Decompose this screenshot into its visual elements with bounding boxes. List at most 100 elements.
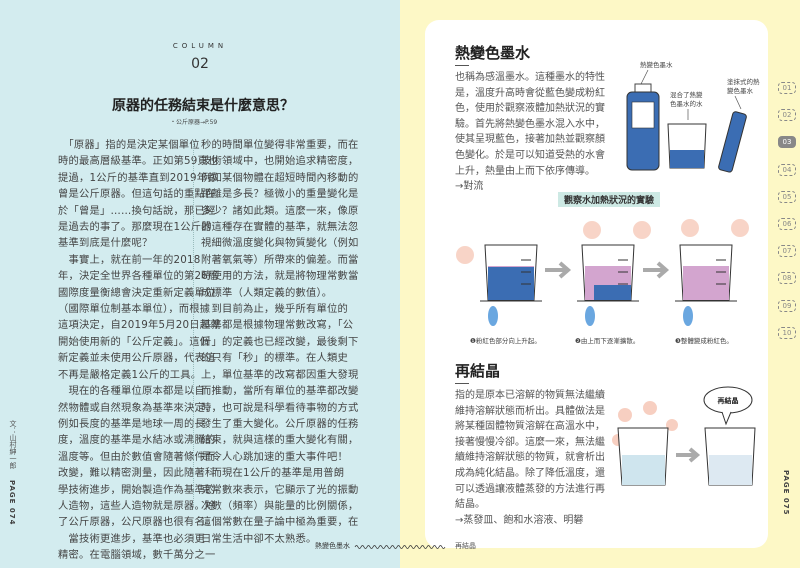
text-line: 例如長度的基準是地球一周的長 <box>58 417 205 430</box>
text-line: 接著慢慢冷卻。這麼一來，無法繼 <box>455 436 605 448</box>
text-line: 克常數來表示，它顯示了光的振動 <box>201 483 359 496</box>
svg-text:混合了熱變: 混合了熱變 <box>670 90 703 99</box>
text-line: 是令人心跳加速的重大事件吧！ <box>201 450 348 463</box>
column-divider <box>193 140 194 505</box>
flame-icon <box>488 306 498 326</box>
text-line: 是，溫度升高時會從藍色變成粉紅 <box>455 87 605 99</box>
text-line: 上升，熱量由上而下依序傳導。 <box>455 165 595 177</box>
text-line: 色，使用於觀察液體加熱狀況的實 <box>455 103 605 115</box>
chapter-tab-08[interactable]: 08 <box>778 272 796 285</box>
speech-bubble: 再結晶 <box>703 386 753 426</box>
text-line: 精密。在電腦領域，數千萬分之一 <box>58 549 216 562</box>
text-line: →對流 <box>455 181 484 193</box>
text-line: 度，溫度的基準是水結冰或沸騰的 <box>58 434 216 447</box>
text-line: 可以透過讓液體蒸發的方法進行再 <box>455 483 605 495</box>
text-line: 將某種固體物質溶解在高溫水中， <box>455 421 605 433</box>
text-line: 曾是公斤原器。但這句話的重點在 <box>58 188 216 201</box>
steam-icon <box>633 221 651 239</box>
text-line: 技術領域中，也開始追求精密度， <box>201 155 359 168</box>
text-line: 發生了重大變化。公斤原器的任務 <box>201 417 359 430</box>
experiment-step-1: ❶粉紅色部分向上升起。 <box>470 337 541 345</box>
chapter-tab-05[interactable]: 05 <box>778 190 796 203</box>
author-credit: 文：山村紳一郎 <box>9 420 17 469</box>
experiment-step-2: ❷由上而下逐漸擴散。 <box>575 337 640 345</box>
text-line: 新定義並未使用公斤原器，代表這 <box>58 352 216 365</box>
chapter-tab-02[interactable]: 02 <box>778 109 796 122</box>
text-line: 當技術更進步，基準也必須更 <box>58 532 205 545</box>
text-line: 而推動，當所有單位的基準都改變 <box>201 385 359 398</box>
text-line: 學技術進步，開始製造作為基準的 <box>58 483 216 496</box>
ink-bottle-illustration: 熱變色墨水 <box>626 60 673 171</box>
chapter-tab-06[interactable]: 06 <box>778 218 796 230</box>
text-line: 不再是嚴格定義1公斤的工具。 <box>58 368 202 381</box>
text-line: 斤」的定義也已經改變，最後剩下 <box>201 335 359 348</box>
text-line: 事實上，就在前一年的2018 <box>58 253 201 266</box>
text-line: 視細微溫度變化與物質變化（例如 <box>201 237 359 250</box>
experiment-title: 觀察水加熱狀況的實驗 <box>558 192 661 207</box>
column-title: 原器的任務結束是什麼意思？ <box>112 98 294 114</box>
flame-icon <box>585 306 595 326</box>
experiment-step-3: ❸整體變成粉紅色。 <box>675 337 733 345</box>
text-line: 日常生活中卻不太熟悉。 <box>201 532 317 545</box>
text-line: 時，也可說是科學看待事物的方式 <box>201 401 359 414</box>
text-line: 附著氧氣等）所帶來的偏差。而當 <box>201 253 359 266</box>
chapter-tab-09[interactable]: 09 <box>778 299 796 312</box>
cooled-beaker <box>704 427 756 486</box>
text-line: 到目前為止，幾乎所有單位的 <box>201 303 348 316</box>
chapter-tab-07[interactable]: 07 <box>778 245 796 258</box>
hot-beaker <box>617 427 669 486</box>
text-line: 成標準（人類定義的數值）。 <box>201 286 333 299</box>
chapter-tab-01[interactable]: 01 <box>778 82 796 94</box>
text-line: 秒的時間單位變得非常重要，而在 <box>201 139 359 151</box>
text-column-1: 「原器」指的是決定某個單位時的最高層級基準。正如第59頁也提過，1公斤的基準直到… <box>58 137 221 564</box>
text-line: 現在的各種單位原本都是以自 <box>58 385 205 398</box>
text-line: 於「曾是」……換句話說，那已經 <box>58 204 216 217</box>
text-line: 距離是多長？極微小的重量變化是 <box>201 188 359 201</box>
text-line: 人造物，這些人造物就是原器。除 <box>58 499 216 512</box>
text-line: 提過，1公斤的基準直到2019年都 <box>58 171 218 184</box>
svg-text:再結晶: 再結晶 <box>718 396 739 405</box>
steam-icon <box>583 221 601 239</box>
mixed-water-beaker-illustration: 混合了熱變 色墨水的水 <box>667 90 707 169</box>
text-line: 年，決定全世界各種單位的第26屆 <box>58 270 219 283</box>
footer-prev-topic[interactable]: 熱變色墨水 <box>315 542 350 550</box>
text-line: 改變，難以精密測量，因此隨著科 <box>58 467 216 480</box>
text-line: 結晶。 <box>455 499 485 511</box>
section-body-recrystallization: 指的是原本已溶解的物質無法繼續維持溶解狀態而析出。具體做法是將某種固體物質溶解在… <box>455 388 605 528</box>
column-kicker: COLUMN <box>172 42 228 50</box>
text-line: 驗。首先將熱變色墨水混入水中， <box>455 118 605 130</box>
text-line: 指的是原本已溶解的物質無法繼續 <box>455 390 605 401</box>
arrow-icon <box>676 447 701 463</box>
svg-text:色墨水的水: 色墨水的水 <box>670 99 703 108</box>
cross-reference: ・公斤原器→P.59 <box>170 119 218 126</box>
steam-icon <box>681 219 699 237</box>
text-line: 多少？諸如此類。這麼一來，像原 <box>201 204 359 217</box>
text-line: 溫度等。但由於數值會隨著條件而 <box>58 450 216 463</box>
chapter-tab-04[interactable]: 04 <box>778 163 796 176</box>
arrow-icon <box>545 261 572 279</box>
title-rule <box>455 65 469 66</box>
steam-icon <box>456 246 474 264</box>
text-line: 器這種存在實體的基準，就無法忽 <box>201 221 359 234</box>
left-page: COLUMN 02 原器的任務結束是什麼意思？ ・公斤原器→P.59 「原器」指… <box>0 0 400 568</box>
text-line: 了公斤原器，公尺原器也很有名。 <box>58 516 216 529</box>
text-line: 結束，就與這樣的重大變化有關， <box>201 434 359 447</box>
svg-text:變色墨水: 變色墨水 <box>727 86 754 95</box>
text-column-2: 秒的時間單位變得非常重要，而在技術領域中，也開始追求精密度，例如某個物體在超短時… <box>201 137 358 547</box>
chapter-tab-10[interactable]: 10 <box>778 326 796 339</box>
text-line: 國際度量衡總會決定重新定義單位 <box>58 286 216 299</box>
text-line: （國際單位制基本單位），而根據 <box>58 303 211 316</box>
text-line: 然物體或自然現象為基準來決定， <box>58 401 216 414</box>
section-title-thermochromic-ink: 熱變色墨水 <box>455 44 531 62</box>
column-number: 02 <box>191 56 209 72</box>
text-line: →蒸發皿、飽和水溶液、明礬 <box>455 514 584 526</box>
text-line: 是過去的事了。那麼現在1公斤的 <box>58 221 212 234</box>
footer-next-topic[interactable]: 再結晶 <box>455 542 476 550</box>
chapter-tab-03[interactable]: 03 <box>778 136 796 149</box>
text-line: 續維持溶解狀態的物質，就會析出 <box>455 452 605 464</box>
text-line: 而現在1公斤的基準是用普朗 <box>201 467 345 480</box>
flame-icon <box>683 306 693 326</box>
page-number-right: PAGE 075 <box>782 470 790 516</box>
